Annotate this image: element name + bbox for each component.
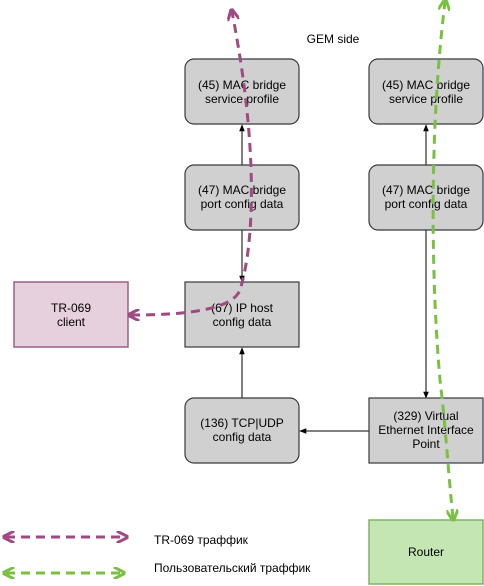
node-mac-bridge-port-config-left[interactable]: (47) MAC bridge port config data [184, 164, 300, 231]
node-label-line: Point [412, 437, 440, 451]
node-label-line: Router [408, 545, 444, 559]
user-traffic-path [431, 2, 453, 518]
tr069-traffic-path [131, 12, 253, 315]
node-tr069-client[interactable]: TR-069 client [13, 281, 129, 348]
node-label-line: Ethernet Interface [378, 423, 474, 437]
diagram-title: GEM side [307, 32, 360, 46]
node-label-line: (67) IP host [211, 301, 273, 315]
node-router[interactable]: Router [368, 519, 484, 585]
node-label-line: client [57, 315, 86, 329]
legend-tr069-label: TR-069 траффик [154, 533, 249, 547]
node-label-line: (47) MAC bridge [382, 183, 470, 197]
node-label-line: config data [213, 315, 272, 329]
node-label-line: (136) TCP|UDP [200, 416, 284, 430]
node-label-line: (45) MAC bridge [382, 78, 470, 92]
node-label-line: service profile [389, 92, 463, 106]
legend-user-traffic-label: Пользовательский траффик [154, 561, 311, 575]
node-label-line: (47) MAC bridge [198, 183, 286, 197]
node-tcp-udp-config[interactable]: (136) TCP|UDP config data [184, 397, 300, 464]
node-mac-bridge-port-config-right[interactable]: (47) MAC bridge port config data [368, 164, 484, 231]
node-label-line: config data [213, 430, 272, 444]
node-label-line: service profile [205, 92, 279, 106]
node-virtual-ethernet-interface-point[interactable]: (329) Virtual Ethernet Interface Point [368, 397, 484, 464]
legend: TR-069 траффик Пользовательский траффик [6, 533, 311, 575]
node-label-line: (329) Virtual [393, 409, 458, 423]
node-label-line: TR-069 [51, 301, 91, 315]
node-label-line: port config data [201, 197, 284, 211]
node-mac-bridge-service-profile-right[interactable]: (45) MAC bridge service profile [368, 58, 484, 125]
node-ip-host-config[interactable]: (67) IP host config data [184, 281, 300, 348]
node-label-line: (45) MAC bridge [198, 78, 286, 92]
node-label-line: port config data [385, 197, 468, 211]
